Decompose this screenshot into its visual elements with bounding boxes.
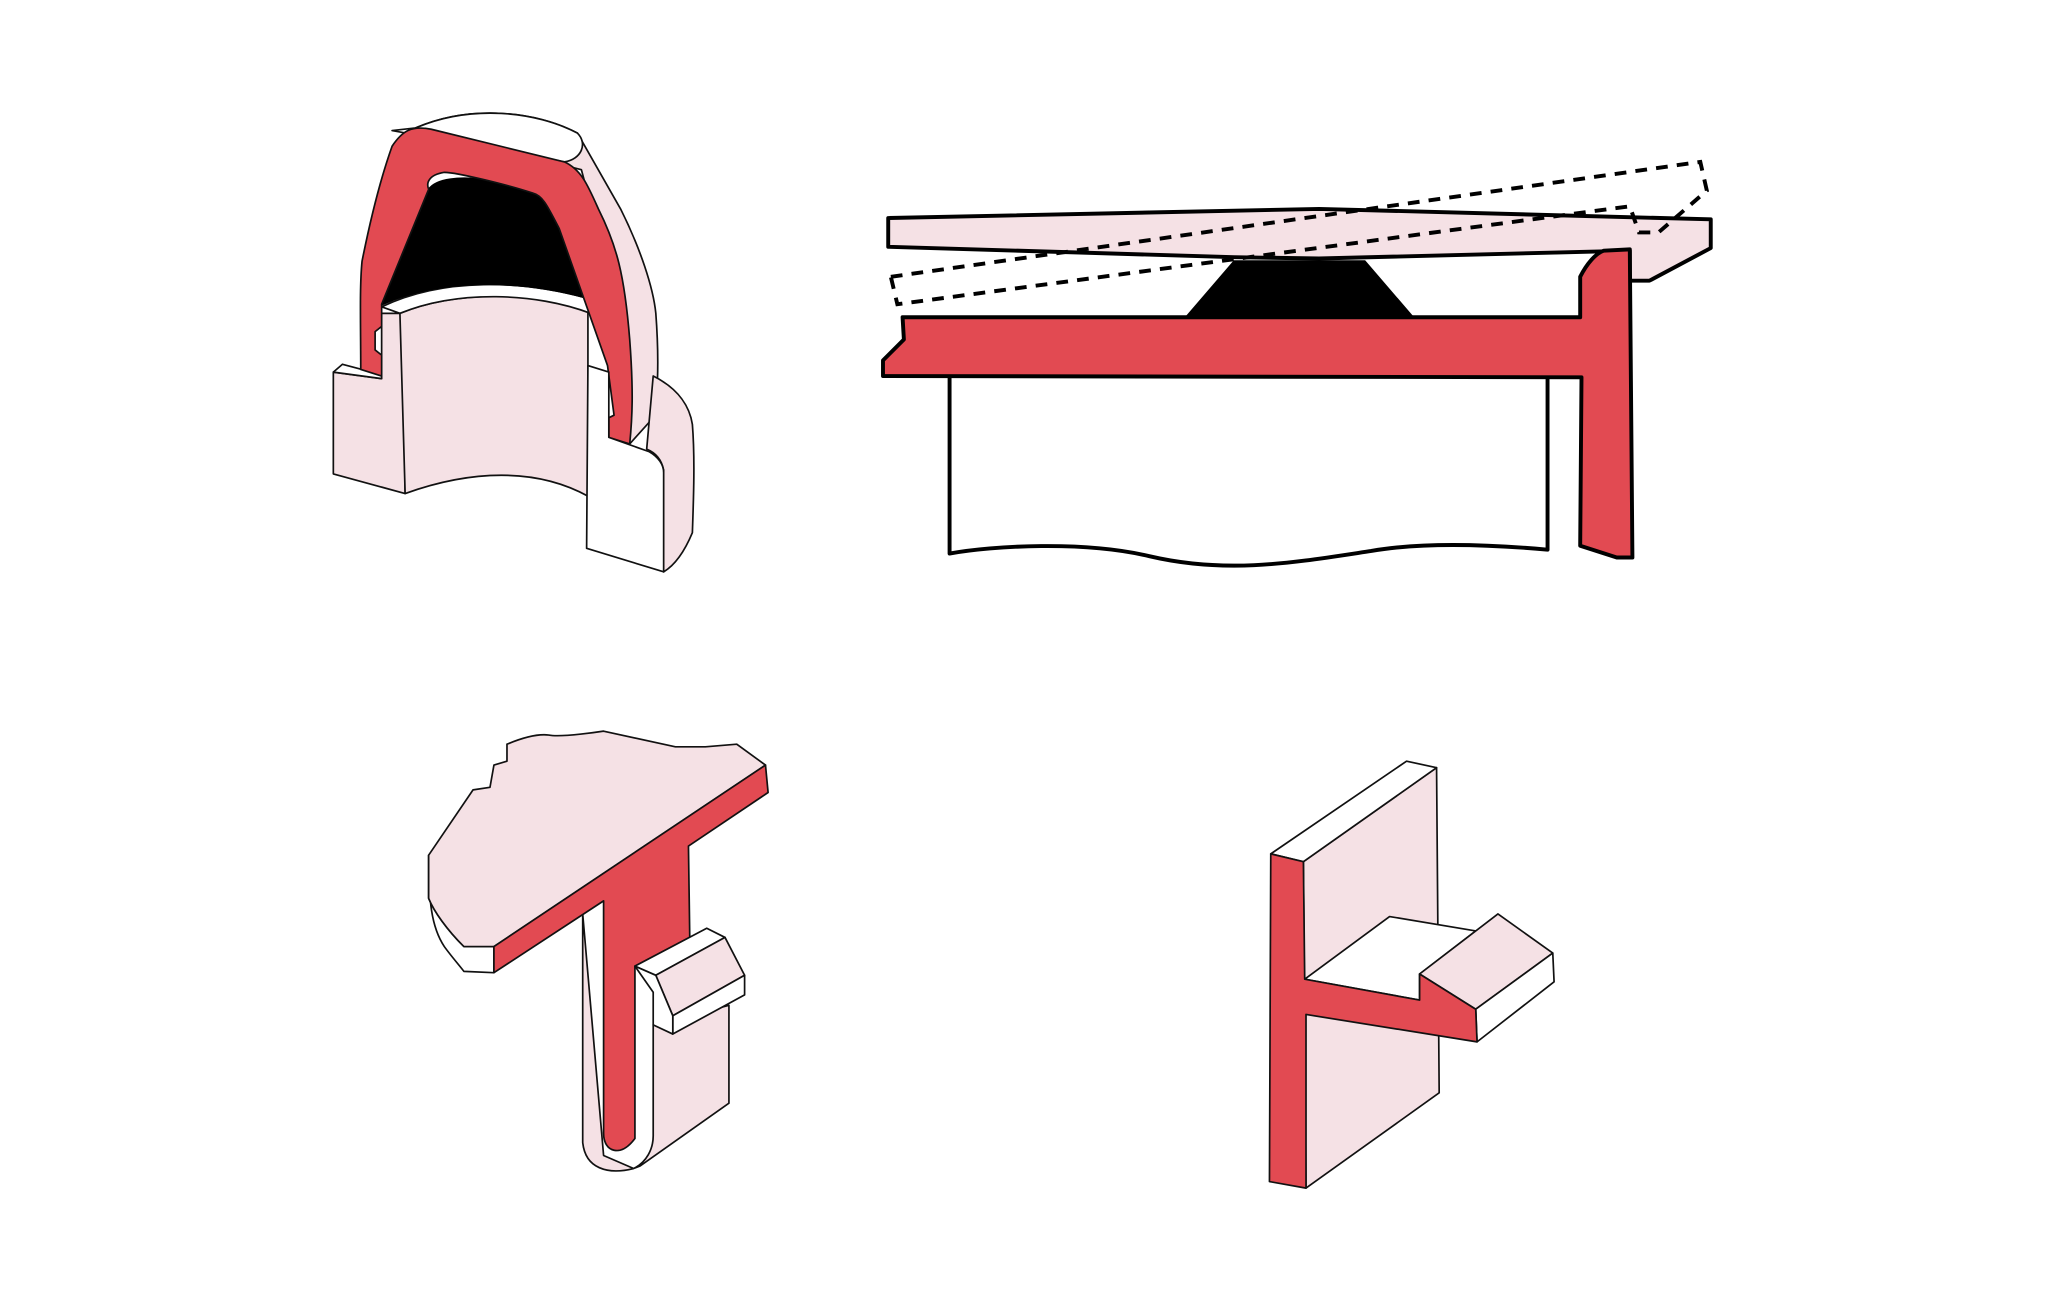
plate-tilted-outline [888, 159, 1710, 307]
pivot-fulcrum [1184, 260, 1415, 319]
t-clip-flange-top [427, 730, 767, 948]
bracket-cut-section [1268, 853, 1478, 1189]
frame-section [881, 247, 1635, 560]
bracket-figure [1268, 760, 1555, 1189]
cap-front-block [585, 364, 665, 573]
cap-inner-face [399, 295, 589, 497]
base-body [947, 374, 1550, 568]
cap-top-rim [391, 112, 584, 163]
t-clip-latch-side [634, 965, 674, 1035]
t-clip-stem-face [581, 913, 730, 1172]
cap-cut-section [359, 127, 634, 445]
t-clip-figure [427, 730, 769, 1172]
cap-section-figure [332, 112, 695, 573]
tilting-plate-figure [881, 159, 1713, 568]
